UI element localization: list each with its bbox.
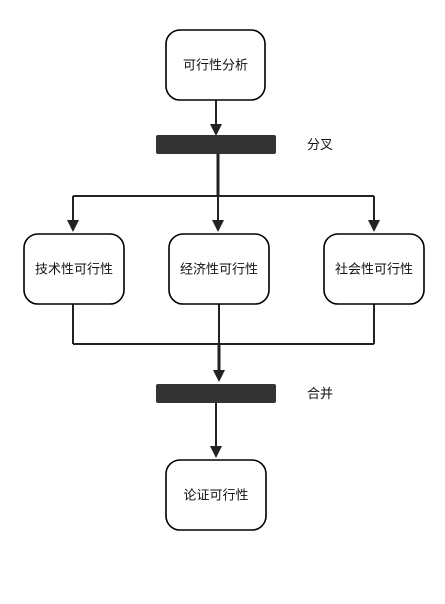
arrowhead-end [210, 446, 222, 458]
node-start-box [165, 29, 266, 101]
node-social: 社会性可行性 [323, 233, 425, 305]
node-technical-label: 技术性可行性 [35, 263, 113, 278]
node-start: 可行性分析 [165, 29, 266, 101]
join-bar [156, 384, 276, 403]
arrowhead-economic [212, 220, 224, 232]
node-start-label: 可行性分析 [183, 59, 248, 74]
node-technical-box [23, 233, 125, 305]
node-social-label: 社会性可行性 [335, 262, 413, 278]
node-technical: 技术性可行性 [23, 233, 125, 305]
arrowhead-social [368, 220, 380, 232]
node-social-box [323, 233, 425, 305]
node-end: 论证可行性 [165, 459, 267, 531]
arrowhead-fork [210, 124, 222, 136]
node-end-box [165, 459, 267, 531]
node-economic-label: 经济性可行性 [180, 263, 258, 278]
node-economic-box [168, 233, 270, 305]
fork-label: 分叉 [307, 138, 333, 153]
arrowhead-join [213, 370, 225, 382]
node-economic: 经济性可行性 [168, 233, 270, 305]
join-label: 合并 [307, 387, 333, 402]
arrowhead-technical [67, 220, 79, 232]
node-end-label: 论证可行性 [183, 489, 248, 504]
fork-bar [156, 135, 276, 154]
edges [67, 100, 380, 458]
